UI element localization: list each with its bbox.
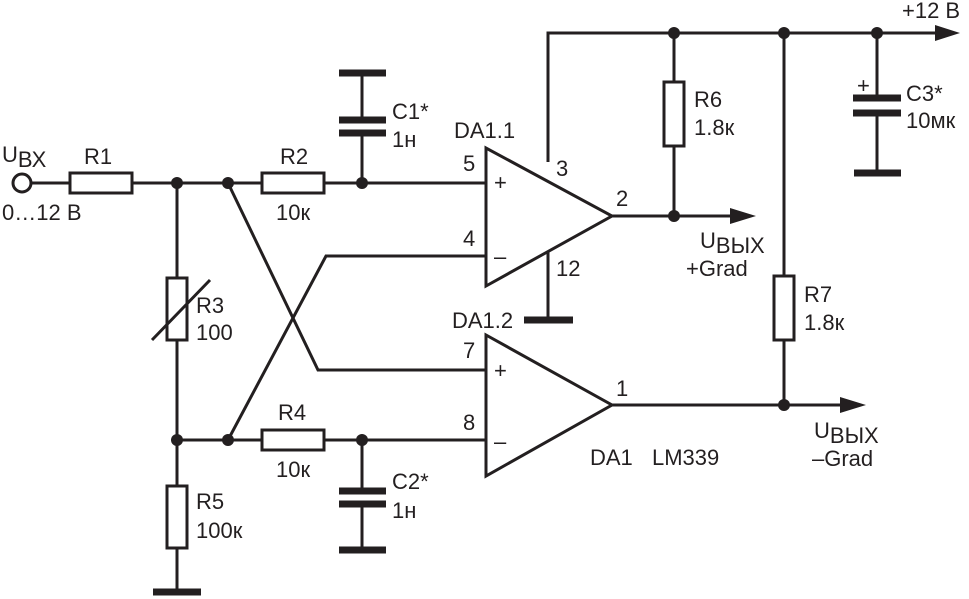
resistor-r5 bbox=[165, 484, 189, 550]
output-plus-voltage-label: UВЫХ bbox=[700, 228, 765, 258]
da12-minus-sign: – bbox=[494, 429, 507, 454]
da11-pin-2: 2 bbox=[616, 186, 628, 211]
r2-name: R2 bbox=[280, 144, 308, 169]
c1-name: C1* bbox=[392, 99, 429, 124]
da12-pin-8: 8 bbox=[463, 410, 475, 435]
da11-pin-3: 3 bbox=[556, 156, 568, 181]
r1-name: R1 bbox=[84, 144, 112, 169]
da11-pin-5: 5 bbox=[463, 151, 475, 176]
supply-label: +12 В bbox=[902, 0, 960, 23]
capacitor-c1 bbox=[339, 116, 386, 137]
da12-name: DA1.2 bbox=[452, 308, 513, 333]
resistor-r4 bbox=[260, 428, 326, 452]
input-range-label: 0…12 В bbox=[2, 200, 82, 225]
resistor-r3 bbox=[165, 276, 189, 342]
r5-name: R5 bbox=[196, 489, 224, 514]
da12-pin-7: 7 bbox=[463, 338, 475, 363]
output-plus-arrow-icon bbox=[730, 208, 756, 224]
da11-name: DA1.1 bbox=[454, 118, 515, 143]
wires bbox=[32, 31, 935, 596]
c2-name: C2* bbox=[392, 469, 429, 494]
r7-value: 1.8к bbox=[804, 310, 845, 335]
resistor-r7 bbox=[772, 274, 796, 342]
output-minus-arrow-icon bbox=[840, 397, 866, 413]
capacitor-c2 bbox=[339, 487, 386, 508]
opamp-da12 bbox=[484, 332, 616, 479]
resistor-r1 bbox=[68, 171, 134, 195]
output-minus-suffix: –Grad bbox=[812, 446, 873, 471]
capacitor-c3 bbox=[853, 94, 901, 117]
da11-pin-4: 4 bbox=[463, 226, 475, 251]
c3-value: 10мк bbox=[906, 108, 956, 133]
c2-value: 1н bbox=[392, 498, 416, 523]
r5-value: 100к bbox=[196, 518, 243, 543]
da11-pin-12: 12 bbox=[556, 256, 580, 281]
input-voltage-label: UВХ bbox=[2, 142, 47, 172]
r6-name: R6 bbox=[694, 87, 722, 112]
r4-name: R4 bbox=[278, 400, 306, 425]
r3-variable-arrow bbox=[150, 278, 212, 342]
da12-plus-sign: + bbox=[494, 358, 507, 383]
junction-dots bbox=[171, 27, 883, 446]
supply-arrow-icon bbox=[935, 25, 960, 41]
chip-part-label: LM339 bbox=[652, 445, 719, 470]
r4-value: 10к bbox=[276, 457, 310, 482]
da12-pin-1: 1 bbox=[616, 376, 628, 401]
chip-ref-label: DA1 bbox=[590, 445, 633, 470]
da11-minus-sign: – bbox=[494, 244, 507, 269]
r6-value: 1.8к bbox=[694, 115, 735, 140]
opamp-da11 bbox=[484, 145, 616, 289]
resistor-r6 bbox=[662, 80, 686, 148]
resistor-r2 bbox=[260, 171, 326, 195]
c1-value: 1н bbox=[392, 127, 416, 152]
r2-value: 10к bbox=[276, 200, 310, 225]
da11-plus-sign: + bbox=[494, 170, 507, 195]
r3-value: 100 bbox=[196, 320, 233, 345]
r7-name: R7 bbox=[804, 282, 832, 307]
input-terminal bbox=[11, 172, 33, 194]
c3-name: C3* bbox=[906, 81, 943, 106]
r3-name: R3 bbox=[196, 293, 224, 318]
c3-polarity-sign: + bbox=[857, 73, 870, 98]
output-minus-voltage-label: UВЫХ bbox=[814, 418, 879, 448]
output-plus-suffix: +Grad bbox=[686, 256, 748, 281]
